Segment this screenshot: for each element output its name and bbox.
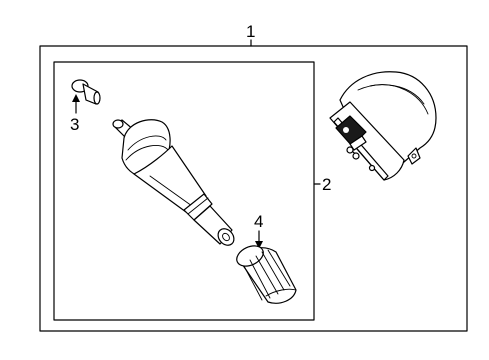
assembly-frame bbox=[39, 45, 468, 332]
callout-3: 3 bbox=[70, 115, 79, 134]
tpms-sensor-module bbox=[329, 71, 437, 181]
valve-stem-kit-frame bbox=[53, 61, 315, 321]
valve-core bbox=[71, 79, 101, 105]
valve-stem bbox=[112, 119, 235, 246]
arrow-3-head bbox=[72, 94, 80, 102]
arrow-4-head bbox=[255, 241, 263, 249]
callout-1: 1 bbox=[246, 22, 255, 41]
callout-2: 2 bbox=[322, 175, 331, 194]
callout-4: 4 bbox=[254, 212, 263, 231]
valve-cap bbox=[236, 245, 297, 304]
